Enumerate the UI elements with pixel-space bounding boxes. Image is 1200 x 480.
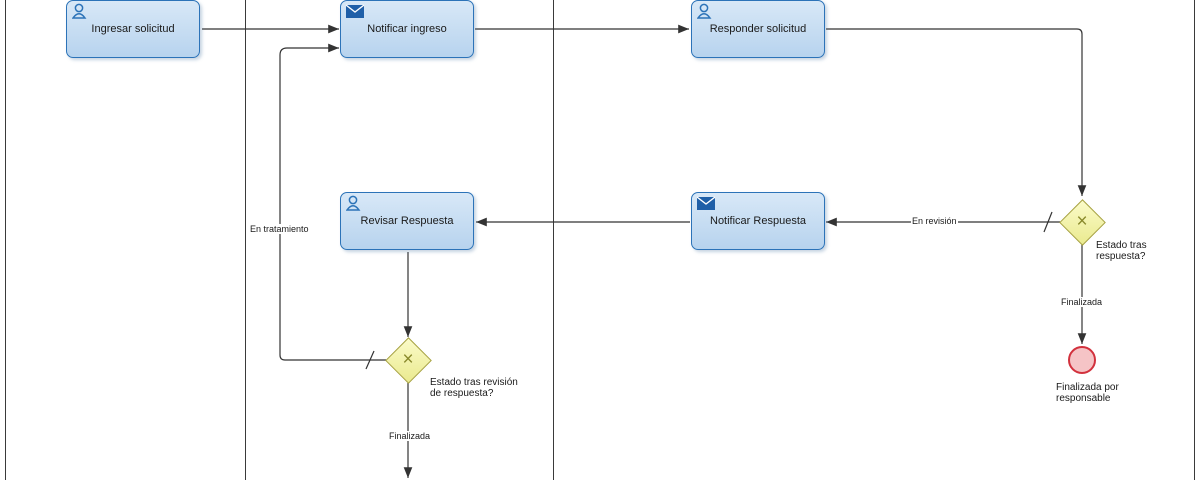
default-flow-marker	[1043, 211, 1053, 233]
flow-label-finalizada: Finalizada	[1060, 297, 1104, 307]
flow-label-en-tratamiento: En tratamiento	[249, 224, 310, 234]
task-label: Responder solicitud	[709, 23, 807, 35]
gateway-label-estado-revision: Estado tras revisión de respuesta?	[430, 377, 518, 399]
flow-label-finalizada: Finalizada	[388, 431, 432, 441]
task-label: Revisar Respuesta	[360, 215, 454, 227]
x-icon: ×	[402, 349, 414, 370]
task-label: Notificar ingreso	[367, 23, 447, 35]
end-event-finalizada[interactable]	[1068, 346, 1096, 374]
task-ingresar-solicitud[interactable]: Ingresar solicitud	[66, 0, 200, 58]
lane-separator	[1194, 0, 1195, 480]
lane-separator	[245, 0, 246, 480]
task-notificar-ingreso[interactable]: Notificar ingreso	[340, 0, 474, 58]
lane-separator	[5, 0, 6, 480]
task-revisar-respuesta[interactable]: Revisar Respuesta	[340, 192, 474, 250]
user-icon	[346, 195, 361, 211]
lane-separator	[553, 0, 554, 480]
user-icon	[72, 3, 87, 19]
envelope-icon	[697, 196, 715, 210]
flow-responder-to-gateway	[826, 28, 1087, 196]
task-responder-solicitud[interactable]: Responder solicitud	[691, 0, 825, 58]
task-notificar-respuesta[interactable]: Notificar Respuesta	[691, 192, 825, 250]
end-event-label: Finalizada por responsable	[1056, 382, 1119, 404]
flow-label-en-revision: En revisión	[911, 216, 958, 226]
default-flow-marker	[365, 350, 375, 370]
gateway-label-estado-respuesta: Estado tras respuesta?	[1096, 240, 1147, 262]
flow-gateway-loop-en-tratamiento	[279, 43, 386, 361]
user-icon	[697, 3, 712, 19]
envelope-icon	[346, 4, 364, 18]
x-icon: ×	[1076, 211, 1088, 232]
task-label: Ingresar solicitud	[91, 23, 175, 35]
task-label: Notificar Respuesta	[710, 215, 806, 227]
